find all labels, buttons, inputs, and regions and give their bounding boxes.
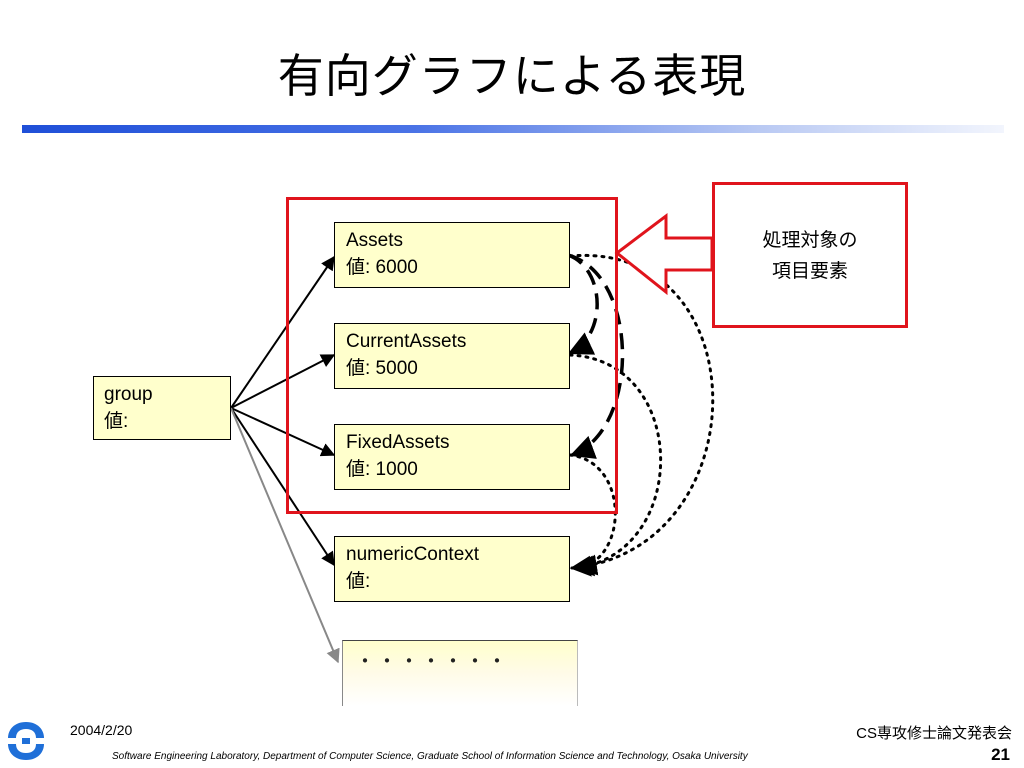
footer-event: CS専攻修士論文発表会 [856,725,1012,742]
edge-assets-fixedassets [567,253,625,459]
callout-line-1: 処理対象の [762,229,858,251]
node-numericcontext: numericContext 値: [334,536,570,602]
node-currentassets-value: 値: 5000 [346,358,418,379]
callout-box [712,182,908,328]
node-fixedassets-value: 値: 1000 [346,459,418,480]
node-fixedassets-name: FixedAssets [346,432,450,453]
node-currentassets: CurrentAssets 値: 5000 [334,323,570,389]
edge-group-assets [230,255,335,409]
node-numericcontext-name: numericContext [346,544,480,565]
footer-date: 2004/2/20 [70,722,133,738]
page-number: 21 [991,745,1010,764]
node-group-name: group [104,384,153,405]
node-more-ellipsis: ・・・・・・・ [355,649,509,673]
callout-arrow [614,212,714,296]
edge-group-numericcontext [230,407,335,567]
callout-line-2: 項目要素 [771,260,848,282]
slide-title: 有向グラフによる表現 [277,49,747,103]
edge-group-more [230,407,340,664]
callout-text: 処理対象の 項目要素 [712,225,908,287]
edge-currentassets-numericcontext [568,353,663,577]
target-elements-frame [286,197,618,514]
university-logo-icon [8,722,44,760]
node-group: group 値: [93,376,231,440]
node-assets-value: 値: 6000 [346,257,418,278]
footer-lab-name: Software Engineering Laboratory, Departm… [112,751,748,762]
node-currentassets-name: CurrentAssets [346,331,467,352]
node-more: ・・・・・・・ [342,640,578,706]
node-assets-name: Assets [346,230,404,251]
title-underline-bar [22,125,1004,133]
edge-group-currentassets [230,354,336,409]
edge-group-fixedassets [230,407,336,457]
edge-assets-currentassets [567,253,599,355]
node-numericcontext-value: 値: [346,571,371,592]
node-group-value: 値: [104,411,129,432]
node-assets: Assets 値: 6000 [334,222,570,288]
node-fixedassets: FixedAssets 値: 1000 [334,424,570,490]
